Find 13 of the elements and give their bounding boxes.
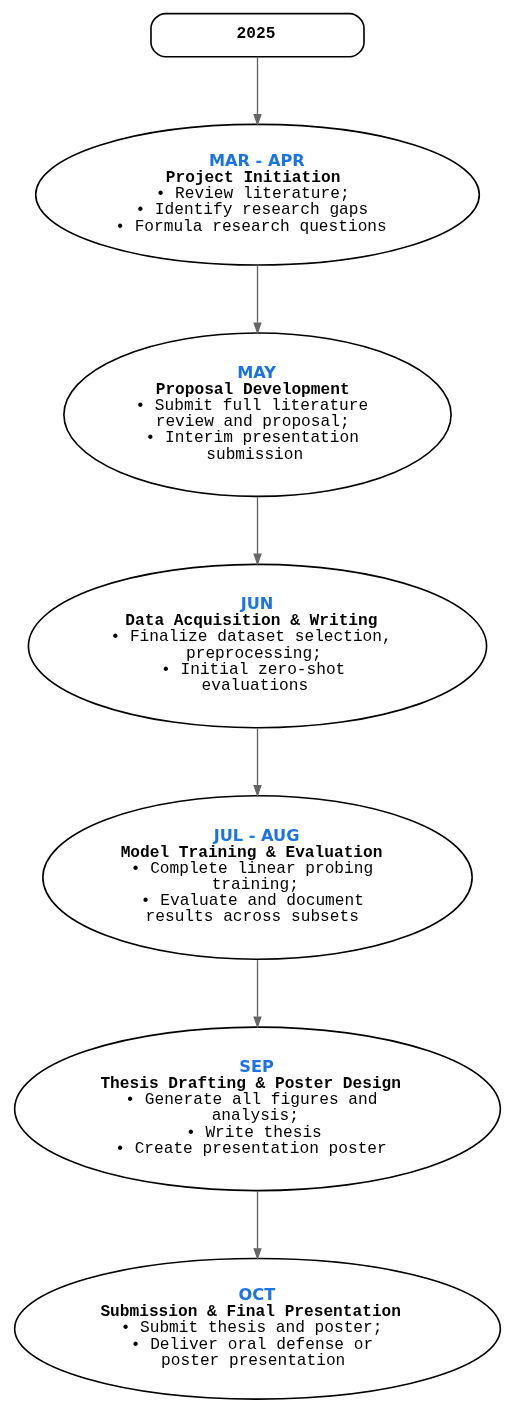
- arrow: [253, 1190, 262, 1261]
- node-ellipse: SEP Thesis Drafting & Poster Design • Generate all figures and analysis; • Write thesis • Create presentation poster: [13, 1026, 502, 1192]
- node-ellipse: OCT Submission & Final Presentation • Submit thesis and poster; • Deliver oral defense or poster presentation: [13, 1257, 502, 1400]
- arrow: [253, 56, 262, 127]
- node-ellipse: JUL - AUG Model Training & Evaluation • Complete linear probing training; • Evaluate and document results across subsets: [42, 794, 473, 960]
- node-box: 2025: [150, 12, 365, 58]
- node-ellipse: MAY Proposal Development • Submit full literature review and proposal; • Interim presentation submission: [63, 332, 452, 498]
- arrow: [253, 496, 262, 566]
- arrow: [253, 264, 262, 335]
- arrow: [253, 959, 262, 1029]
- node-ellipse: JUN Data Acquisition & Writing • Finalize dataset selection, preprocessing; • Initial zero-shot evaluations: [27, 563, 488, 729]
- node-ellipse: MAR - APR Project Initiation • Review literature; • Identify research gaps • Formula research questions: [34, 123, 481, 266]
- arrow: [253, 728, 262, 798]
